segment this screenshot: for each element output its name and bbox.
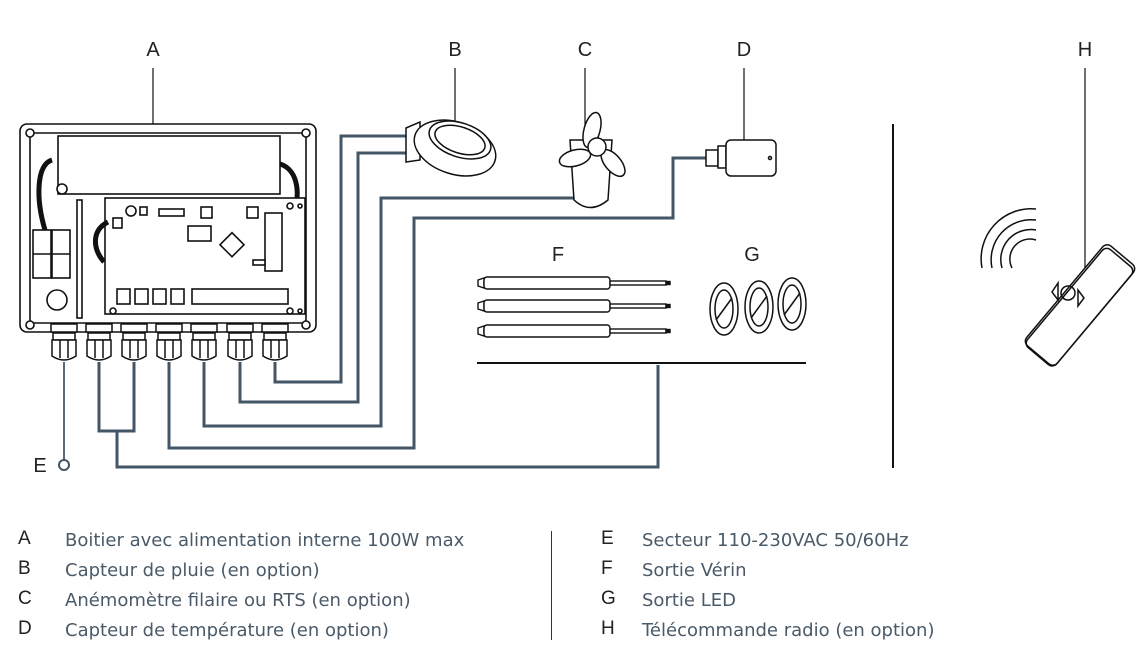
legend-key: F	[601, 558, 613, 579]
callout-a: A	[146, 39, 160, 61]
callout-g: G	[744, 244, 760, 266]
callout-f: F	[551, 244, 565, 266]
legend-key: A	[18, 528, 31, 549]
cable-gland-icon	[261, 323, 289, 361]
legend-key: H	[601, 618, 615, 639]
legend-text: Boitier avec alimentation interne 100W m…	[65, 530, 465, 551]
control-box	[19, 123, 317, 333]
wire-f-loop	[97, 362, 136, 433]
anemometer-icon	[558, 111, 626, 209]
actuator-icon	[477, 299, 671, 313]
legend-text: Capteur de pluie (en option)	[65, 560, 320, 581]
cable-gland-icon	[50, 323, 78, 361]
cable-gland-icon	[190, 323, 218, 361]
legend-text: Anémomètre filaire ou RTS (en option)	[65, 590, 411, 611]
legend-text: Secteur 110-230VAC 50/60Hz	[642, 530, 909, 551]
legend-key: G	[601, 588, 616, 609]
cable-glands	[50, 323, 289, 361]
cable-gland-icon	[155, 323, 183, 361]
actuator-outputs-icon	[477, 276, 671, 338]
cable-gland-icon	[226, 323, 254, 361]
legend-text: Télécommande radio (en option)	[642, 620, 935, 641]
cable-gland-icon	[85, 323, 113, 361]
temperature-sensor-icon	[705, 139, 777, 177]
wire-d	[167, 156, 708, 450]
actuator-icon	[477, 276, 671, 290]
wire-c	[202, 196, 578, 428]
wire-outputs	[115, 365, 660, 469]
legend-text: Sortie LED	[642, 590, 736, 611]
legend-key: D	[18, 618, 32, 639]
legend-key: C	[18, 588, 32, 609]
callout-c: C	[577, 39, 593, 61]
callout-e: E	[33, 455, 47, 477]
radio-remote-icon	[980, 208, 1136, 367]
led-outputs-icon	[709, 277, 807, 336]
legend-text: Capteur de température (en option)	[65, 620, 389, 641]
legend-key: B	[18, 558, 31, 579]
legend-key: E	[601, 528, 614, 549]
wires	[63, 134, 708, 469]
callout-b: B	[448, 39, 462, 61]
wire-b2	[238, 151, 408, 404]
cable-gland-icon	[120, 323, 148, 361]
callout-d: D	[736, 39, 752, 61]
callout-h: H	[1077, 39, 1093, 61]
wire-b1	[273, 134, 408, 384]
actuator-icon	[477, 324, 671, 338]
rain-sensor-icon	[405, 119, 497, 177]
legend-divider	[551, 531, 552, 640]
mains-terminal-icon	[58, 459, 70, 471]
wiring-diagram	[19, 68, 1136, 471]
legend-text: Sortie Vérin	[642, 560, 747, 581]
